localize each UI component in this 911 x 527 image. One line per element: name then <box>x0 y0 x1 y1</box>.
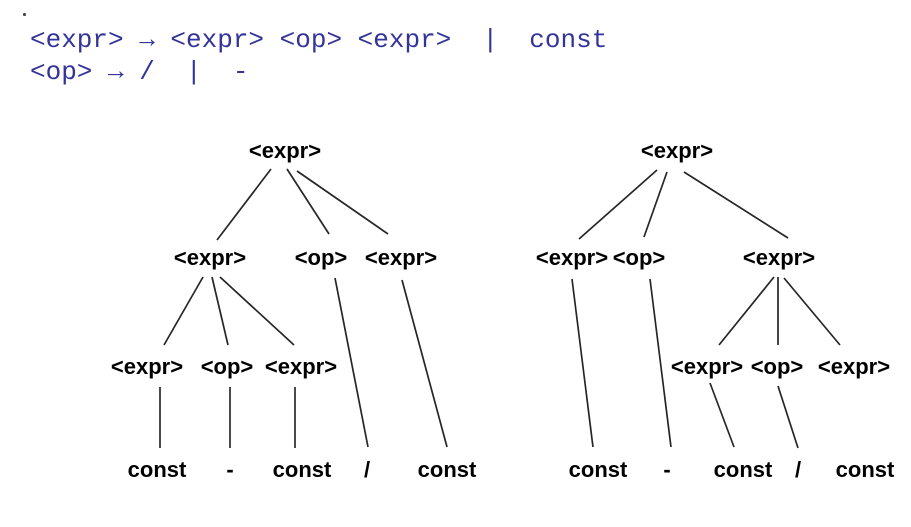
right-parse-tree-edge-expr-l-const-1 <box>571 278 594 448</box>
left-parse-tree-edge-expr-l-expr-lr <box>219 276 295 346</box>
left-parse-tree-edge-root-op-1 <box>286 168 330 235</box>
left-parse-tree-node-expr-ll: <expr> <box>110 354 184 379</box>
left-parse-tree-node-expr-lr: <expr> <box>264 354 338 379</box>
left-parse-tree-node-slash: / <box>363 457 371 482</box>
right-parse-tree-node-expr-l: <expr> <box>535 245 609 270</box>
right-parse-tree-node-expr-rr: <expr> <box>817 354 891 379</box>
left-parse-tree-node-const-2: const <box>272 457 332 482</box>
right-parse-tree-edge-root-op-1 <box>643 171 668 238</box>
right-parse-tree-edge-op-2-slash <box>777 385 799 449</box>
left-parse-tree-node-expr-r: <expr> <box>364 245 438 270</box>
left-parse-tree-node-op-1: <op> <box>294 245 348 270</box>
left-parse-tree-edge-expr-l-expr-ll <box>163 276 204 346</box>
left-parse-tree-node-expr-l: <expr> <box>173 245 247 270</box>
left-parse-tree-node-const-3: const <box>417 457 477 482</box>
left-parse-tree-edge-root-expr-l <box>216 168 272 241</box>
right-parse-tree-node-expr-rl: <expr> <box>670 354 744 379</box>
right-parse-tree-node-const-1: const <box>568 457 628 482</box>
right-parse-tree-node-slash: / <box>794 457 802 482</box>
right-parse-tree-node-expr-r: <expr> <box>742 245 816 270</box>
right-parse-tree-edge-expr-rl-const-2 <box>709 382 735 448</box>
left-parse-tree-edge-op-1-slash <box>334 277 369 448</box>
left-parse-tree-node-const-1: const <box>127 457 187 482</box>
grammar-rule-op: <op> → / | - <box>30 57 249 87</box>
left-parse-tree-node-root: <expr> <box>248 138 322 163</box>
right-parse-tree-edge-expr-r-expr-rr <box>783 277 841 346</box>
stray-dot <box>23 13 26 16</box>
right-parse-tree-edge-root-expr-l <box>578 169 658 240</box>
right-parse-tree-node-root: <expr> <box>640 138 714 163</box>
right-parse-tree-node-minus: - <box>663 457 671 482</box>
grammar-rule-expr: <expr> → <expr> <op> <expr> | const <box>30 25 608 55</box>
left-parse-tree-edge-expr-l-op-2 <box>211 276 229 346</box>
right-parse-tree-node-const-3: const <box>835 457 895 482</box>
left-parse-tree-edge-expr-r-const-3 <box>401 279 448 448</box>
right-parse-tree-node-op-2: <op> <box>750 354 804 379</box>
left-parse-tree-edge-root-expr-r <box>296 170 389 235</box>
left-parse-tree-node-op-2: <op> <box>200 354 254 379</box>
right-parse-tree-edge-root-expr-r <box>683 171 789 239</box>
left-parse-tree-node-minus: - <box>226 457 234 482</box>
right-parse-tree-edge-expr-r-expr-rl <box>718 276 775 346</box>
right-parse-tree-node-const-2: const <box>713 457 773 482</box>
right-parse-tree-edge-op-1-minus <box>649 278 672 448</box>
right-parse-tree-node-op-1: <op> <box>612 245 666 270</box>
